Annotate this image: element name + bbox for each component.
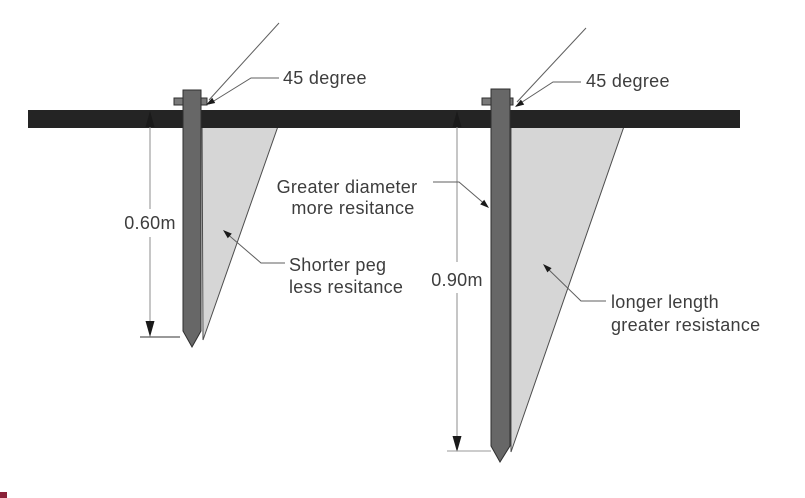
shorter-peg-label-line1: Shorter peg — [289, 255, 386, 275]
left-angle-arrowhead-icon — [206, 97, 216, 105]
left-angle-label: 45 degree — [283, 68, 367, 88]
diameter-label-line1: Greater diameter — [277, 177, 418, 197]
diameter-leader-line — [433, 181, 488, 207]
right-peg — [490, 88, 511, 463]
right-angle-label: 45 degree — [586, 71, 670, 91]
stray-mark — [0, 492, 7, 498]
ground-surface-bar — [28, 110, 740, 128]
right-depth-label: 0.90m — [431, 270, 483, 290]
right-depth-up-arrowhead-icon — [452, 111, 462, 127]
right-resistance-cone — [510, 111, 630, 453]
longer-length-leader-line — [544, 265, 606, 302]
left-resistance-cone — [201, 111, 284, 341]
shorter-peg-arrowhead-icon — [223, 230, 232, 239]
shorter-peg-label-line2: less resitance — [289, 277, 403, 297]
left-peg — [182, 89, 202, 349]
diameter-arrowhead-icon — [480, 199, 489, 208]
diameter-label-line2: more resitance — [291, 198, 414, 218]
left-depth-label: 0.60m — [124, 213, 176, 233]
right-angle-leader-line — [515, 81, 581, 107]
longer-length-arrowhead-icon — [543, 264, 552, 273]
shorter-peg-leader-line — [224, 231, 285, 264]
right-depth-down-arrowhead-icon — [452, 436, 462, 452]
left-angle-leader-line — [208, 77, 279, 105]
left-angle-diagonal-line — [208, 22, 280, 101]
left-depth-down-arrowhead-icon — [145, 321, 155, 337]
longer-length-label-line2: greater resistance — [611, 315, 760, 335]
left-depth-up-arrowhead-icon — [145, 111, 155, 127]
right-angle-diagonal-line — [516, 27, 587, 103]
right-angle-arrowhead-icon — [515, 99, 525, 107]
longer-length-label-line1: longer length — [611, 292, 719, 312]
